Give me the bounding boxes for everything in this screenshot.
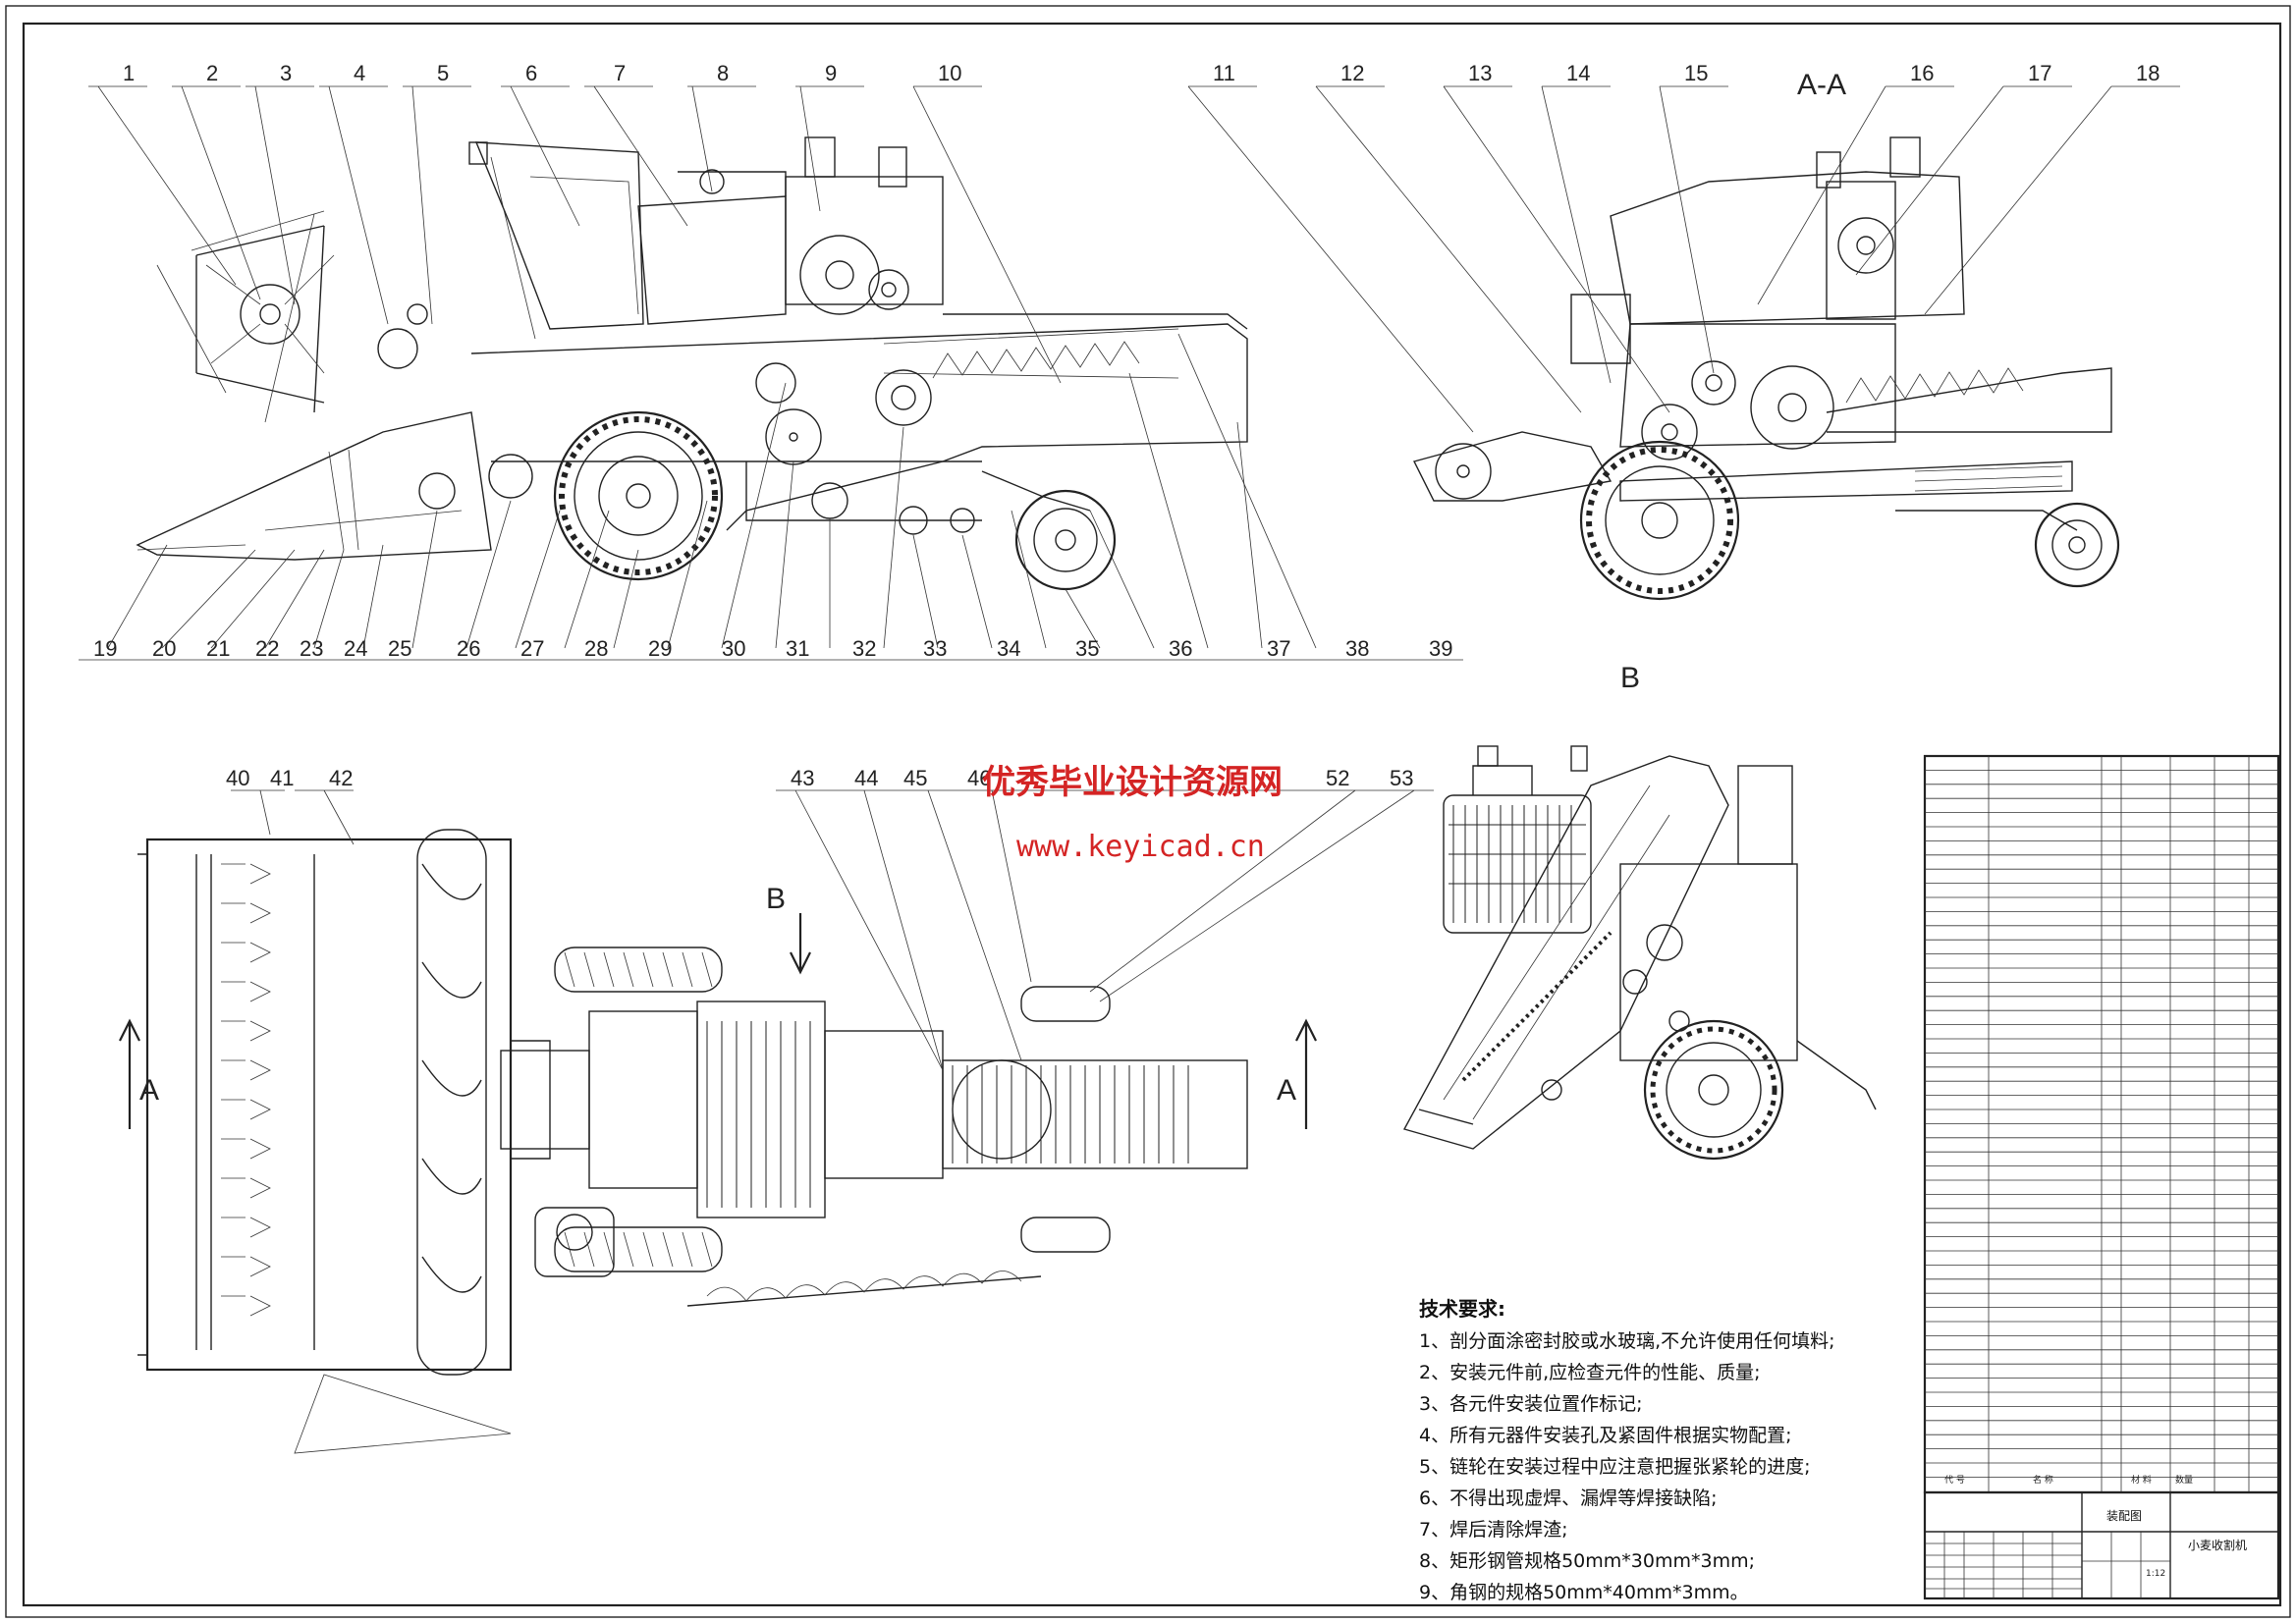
- tech-req-item-1: 1、剖分面涂密封胶或水玻璃,不允许使用任何填料;: [1419, 1330, 1835, 1352]
- callout-13: 13: [1468, 61, 1492, 85]
- callout-38: 38: [1345, 636, 1369, 661]
- callout-1: 1: [123, 61, 135, 85]
- view-arrow-b: [790, 913, 811, 975]
- arrow-a-left-label: A: [139, 1074, 159, 1107]
- callout-45: 45: [903, 766, 927, 790]
- callout-25: 25: [388, 636, 411, 661]
- outer-border: [5, 5, 2291, 1618]
- callout-21: 21: [206, 636, 230, 661]
- callout-29: 29: [648, 636, 672, 661]
- callout-4: 4: [354, 61, 365, 85]
- callout-52: 52: [1326, 766, 1349, 790]
- watermark-title: 优秀毕业设计资源网: [982, 763, 1283, 802]
- tech-req-item-3: 3、各元件安装位置作标记;: [1419, 1393, 1643, 1415]
- callout-26: 26: [457, 636, 480, 661]
- callout-6: 6: [525, 61, 537, 85]
- technical-requirements: 技术要求: 1、剖分面涂密封胶或水玻璃,不允许使用任何填料; 2、安装元件前,应…: [1419, 1297, 1835, 1603]
- rear-wheel-side: [1014, 489, 1117, 591]
- callout-7: 7: [614, 61, 626, 85]
- bom-header-code: 代 号: [1944, 1475, 1965, 1486]
- callout-24: 24: [344, 636, 367, 661]
- callout-10: 10: [938, 61, 961, 85]
- callout-41: 41: [270, 766, 294, 790]
- callout-22: 22: [255, 636, 279, 661]
- title-block: 装配图 小麦收割机 1:12: [1923, 1490, 2280, 1600]
- callout-35: 35: [1075, 636, 1099, 661]
- callout-37: 37: [1267, 636, 1290, 661]
- callout-46: 46: [967, 766, 991, 790]
- inner-border: [22, 22, 2282, 1607]
- callout-5: 5: [437, 61, 449, 85]
- side-view: [136, 136, 1248, 591]
- callout-15: 15: [1684, 61, 1708, 85]
- arrow-a-right-label: A: [1277, 1074, 1296, 1107]
- tech-req-item-6: 6、不得出现虚焊、漏焊等焊接缺陷;: [1419, 1488, 1718, 1509]
- callout-27: 27: [520, 636, 544, 661]
- callout-12: 12: [1340, 61, 1364, 85]
- callout-8: 8: [717, 61, 729, 85]
- callout-16: 16: [1910, 61, 1934, 85]
- view-b-label: B: [1620, 662, 1640, 694]
- bill-of-materials: 代 号 名 称 材 料 数量: [1923, 754, 2280, 1494]
- rear-wheel-section: [2034, 502, 2120, 588]
- watermark-url: www.keyicad.cn: [1016, 830, 1265, 864]
- drive-wheel-view-b: [1643, 1019, 1784, 1161]
- section-arrow-right: [1295, 1018, 1317, 1129]
- tech-req-item-9: 9、角钢的规格50mm*40mm*3mm。: [1419, 1582, 1749, 1603]
- drive-wheel-side: [553, 410, 724, 581]
- callout-53: 53: [1390, 766, 1413, 790]
- callout-36: 36: [1169, 636, 1192, 661]
- callout-19: 19: [93, 636, 117, 661]
- view-b: B: [1402, 662, 1877, 1161]
- callout-44: 44: [854, 766, 878, 790]
- callout-11: 11: [1213, 61, 1235, 85]
- tech-req-item-7: 7、焊后清除焊渣;: [1419, 1519, 1568, 1541]
- drive-wheel-section: [1579, 440, 1740, 601]
- callout-32: 32: [852, 636, 876, 661]
- bom-header-qty: 数量: [2175, 1474, 2193, 1486]
- callout-14: 14: [1566, 61, 1590, 85]
- bom-header-name: 名 称: [2033, 1474, 2053, 1486]
- callout-23: 23: [300, 636, 323, 661]
- tech-req-item-4: 4、所有元器件安装孔及紧固件根据实物配置;: [1419, 1425, 1792, 1446]
- callout-3: 3: [280, 61, 292, 85]
- callout-31: 31: [786, 636, 809, 661]
- callout-33: 33: [923, 636, 947, 661]
- tech-req-item-8: 8、矩形钢管规格50mm*30mm*3mm;: [1419, 1550, 1755, 1572]
- callout-30: 30: [722, 636, 745, 661]
- title-scale: 1:12: [2146, 1569, 2165, 1579]
- title-drawing-name: 装配图: [2106, 1509, 2142, 1523]
- arrow-b-label: B: [766, 883, 786, 915]
- tech-req-item-5: 5、链轮在安装过程中应注意把握张紧轮的进度;: [1419, 1456, 1811, 1478]
- tech-req-title: 技术要求:: [1419, 1297, 1505, 1321]
- callout-28: 28: [584, 636, 608, 661]
- bom-header-material: 材 料: [2131, 1474, 2152, 1486]
- watermark: 优秀毕业设计资源网 www.keyicad.cn: [982, 763, 1283, 864]
- section-arrow-left: [119, 1018, 140, 1129]
- callout-2: 2: [206, 61, 218, 85]
- plan-view: 40 41 42 43 44 45 46 52 53 A A B: [119, 766, 1434, 1454]
- callout-9: 9: [825, 61, 837, 85]
- callout-42: 42: [329, 766, 353, 790]
- callout-17: 17: [2028, 61, 2051, 85]
- callout-43: 43: [791, 766, 814, 790]
- callouts-top-row: 1 2 3 4 5 6 7 8 9 10 11 12 13 14 15 16 1…: [88, 61, 2180, 433]
- callout-18: 18: [2136, 61, 2159, 85]
- section-label-a-a: A-A: [1797, 69, 1846, 101]
- callouts-bottom-row: 19 20 21 22 23 24 25 26 27 28 29 30 31 3…: [79, 333, 1463, 661]
- title-product-name: 小麦收割机: [2188, 1538, 2247, 1552]
- section-view-a-a: [1412, 136, 2120, 601]
- callout-34: 34: [997, 636, 1020, 661]
- callout-20: 20: [152, 636, 176, 661]
- callout-40: 40: [226, 766, 249, 790]
- callout-39: 39: [1429, 636, 1452, 661]
- tech-req-item-2: 2、安装元件前,应检查元件的性能、质量;: [1419, 1362, 1761, 1383]
